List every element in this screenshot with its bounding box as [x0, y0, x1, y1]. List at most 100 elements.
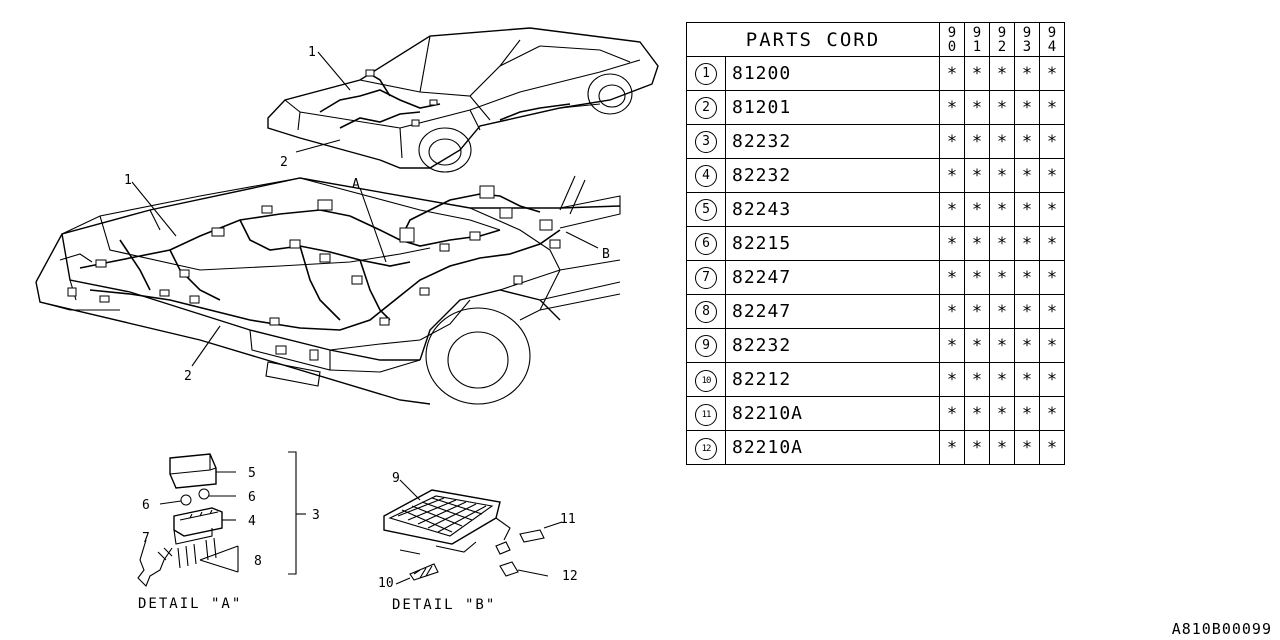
ref-number-badge: 3 [695, 131, 717, 153]
applicability-mark: * [939, 396, 965, 431]
detail-a-marker: A [352, 177, 360, 192]
diagram-code: A810B00099 [1171, 620, 1272, 638]
detail-b-marker: B [602, 247, 610, 262]
ref-number-cell: 5 [686, 192, 726, 227]
ref-number-badge: 4 [695, 165, 717, 187]
ref-number-badge: 8 [695, 301, 717, 323]
applicability-mark: * [939, 328, 965, 363]
applicability-mark: * [1039, 294, 1065, 329]
applicability-mark: * [964, 226, 990, 261]
ref-number-cell: 12 [686, 430, 726, 465]
detail-b-callout-11: 11 [560, 512, 576, 527]
ref-number-badge: 5 [695, 199, 717, 221]
part-number-cell: 82232 [725, 124, 940, 159]
part-number-cell: 82212 [725, 362, 940, 397]
ref-number-badge: 9 [695, 335, 717, 357]
applicability-mark: * [1014, 90, 1040, 125]
applicability-mark: * [989, 56, 1015, 91]
applicability-mark: * [939, 192, 965, 227]
applicability-mark: * [939, 294, 965, 329]
applicability-mark: * [964, 192, 990, 227]
callout-1-top: 1 [308, 45, 316, 60]
part-number-cell: 81200 [725, 56, 940, 91]
applicability-mark: * [1014, 294, 1040, 329]
applicability-mark: * [989, 158, 1015, 193]
ref-number-badge: 6 [695, 233, 717, 255]
applicability-mark: * [1014, 396, 1040, 431]
part-number-cell: 82210A [725, 430, 940, 465]
part-number-cell: 82247 [725, 294, 940, 329]
ref-number-cell: 1 [686, 56, 726, 91]
car-engine-bay-illustration [35, 175, 621, 405]
applicability-mark: * [1014, 56, 1040, 91]
applicability-mark: * [1039, 192, 1065, 227]
callout-2-top: 2 [280, 155, 288, 170]
applicability-mark: * [1014, 430, 1040, 465]
detail-a-callout-7: 7 [142, 531, 150, 546]
applicability-mark: * [1014, 260, 1040, 295]
car-overview-illustration [267, 27, 659, 173]
applicability-mark: * [939, 430, 965, 465]
detail-a-callout-4: 4 [248, 514, 256, 529]
applicability-mark: * [989, 362, 1015, 397]
ref-number-cell: 11 [686, 396, 726, 431]
applicability-mark: * [964, 260, 990, 295]
applicability-mark: * [939, 260, 965, 295]
applicability-mark: * [1039, 260, 1065, 295]
part-number-cell: 82247 [725, 260, 940, 295]
detail-a-illustration [137, 451, 306, 587]
applicability-mark: * [989, 124, 1015, 159]
applicability-mark: * [964, 294, 990, 329]
callout-2-main: 2 [184, 369, 192, 384]
applicability-mark: * [964, 158, 990, 193]
applicability-mark: * [1039, 56, 1065, 91]
applicability-mark: * [1039, 396, 1065, 431]
ref-number-badge: 12 [695, 437, 717, 460]
applicability-mark: * [964, 362, 990, 397]
detail-a-callout-6-left: 6 [142, 498, 150, 513]
ref-number-badge: 2 [695, 97, 717, 119]
applicability-mark: * [989, 328, 1015, 363]
detail-a-callout-8: 8 [254, 554, 262, 569]
part-number-cell: 82210A [725, 396, 940, 431]
applicability-mark: * [964, 430, 990, 465]
applicability-mark: * [939, 90, 965, 125]
ref-number-badge: 7 [695, 267, 717, 289]
applicability-mark: * [964, 396, 990, 431]
applicability-mark: * [939, 226, 965, 261]
applicability-mark: * [1039, 124, 1065, 159]
applicability-mark: * [989, 192, 1015, 227]
applicability-mark: * [989, 294, 1015, 329]
callout-1-main: 1 [124, 173, 132, 188]
detail-a-callout-6-right: 6 [248, 490, 256, 505]
applicability-mark: * [1039, 158, 1065, 193]
ref-number-badge: 11 [695, 403, 717, 426]
applicability-mark: * [939, 158, 965, 193]
applicability-mark: * [939, 124, 965, 159]
applicability-mark: * [964, 56, 990, 91]
part-number-cell: 82232 [725, 328, 940, 363]
applicability-mark: * [1039, 362, 1065, 397]
part-number-cell: 81201 [725, 90, 940, 125]
applicability-mark: * [989, 430, 1015, 465]
applicability-mark: * [989, 226, 1015, 261]
detail-a-callout-5: 5 [248, 466, 256, 481]
applicability-mark: * [1039, 226, 1065, 261]
ref-number-cell: 4 [686, 158, 726, 193]
applicability-mark: * [1014, 158, 1040, 193]
